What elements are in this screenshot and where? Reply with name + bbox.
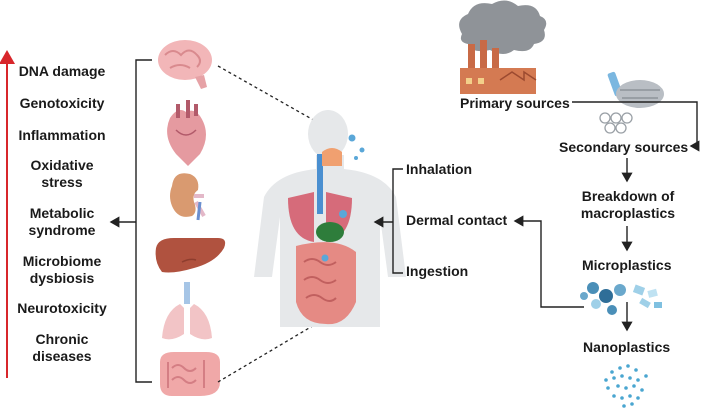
secondary-sources-label: Secondary sources: [559, 139, 689, 155]
liver-icon: [155, 238, 226, 273]
source-flow: [513, 101, 700, 332]
effect-dna-damage: DNA damage: [18, 63, 106, 79]
lungs-icon: [162, 282, 212, 340]
organ-bracket: [109, 59, 152, 383]
route-dermal-contact: Dermal contact: [406, 212, 508, 228]
nanoplastic-particles: [604, 364, 648, 408]
nanoplastics-label: Nanoplastics: [583, 339, 671, 355]
factory-icon: [459, 0, 547, 94]
plastic-waste-icon: [599, 71, 664, 134]
route-inhalation: Inhalation: [406, 161, 473, 177]
microplastic-particles: [580, 282, 662, 315]
kidney-icon: [170, 173, 206, 221]
effect-genotoxicity: Genotoxicity: [19, 95, 105, 111]
route-ingestion: Ingestion: [406, 263, 469, 279]
effect-neurotoxicity: Neurotoxicity: [17, 300, 107, 316]
human-body-figure: [254, 110, 406, 327]
effect-microbiome-dysbiosis: Microbiome dysbiosis: [22, 253, 102, 286]
effect-metabolic-syndrome: Metabolic syndrome: [28, 205, 96, 238]
effect-oxidative-stress: Oxidative stress: [30, 157, 94, 190]
microplastics-label: Microplastics: [582, 257, 672, 273]
inhaled-particles: [348, 134, 365, 160]
primary-sources-label: Primary sources: [460, 95, 570, 111]
heart-icon: [167, 100, 206, 166]
effect-chronic-diseases: Chronic diseases: [32, 331, 92, 364]
brain-icon: [158, 40, 212, 89]
intestine-connector: [217, 317, 327, 383]
breakdown-label: Breakdown of macroplastics: [580, 188, 676, 221]
exposure-bracket: [373, 168, 403, 274]
intestine-icon: [160, 352, 220, 396]
effect-inflammation: Inflammation: [18, 127, 106, 143]
brain-connector: [217, 65, 318, 123]
